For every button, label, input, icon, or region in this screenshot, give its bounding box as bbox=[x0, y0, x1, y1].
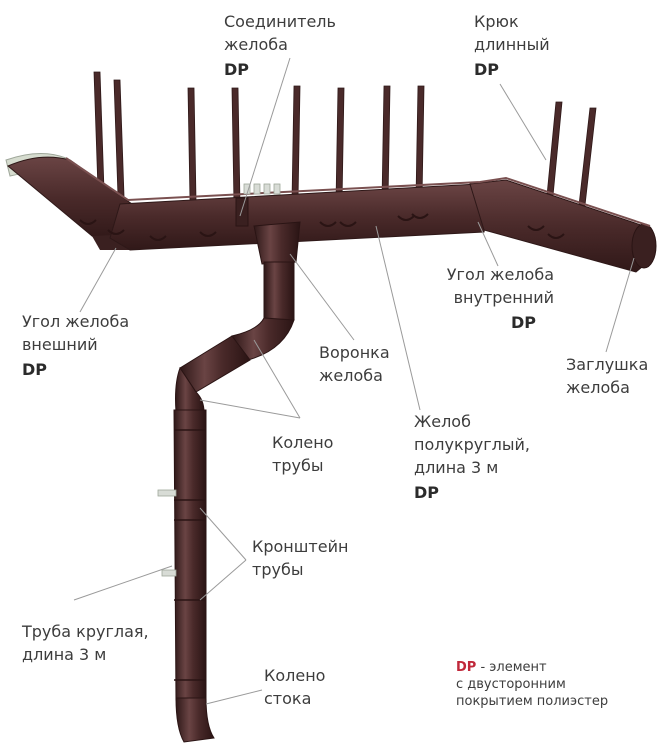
label-end-cap: Заглушка желоба bbox=[566, 353, 648, 399]
label-text: Воронка bbox=[319, 341, 390, 364]
leader-bracket-a bbox=[200, 508, 246, 560]
dp-mark: DP bbox=[436, 311, 536, 334]
label-text: желоба bbox=[224, 33, 336, 56]
label-text: Заглушка bbox=[566, 353, 648, 376]
pipe-vertical bbox=[174, 410, 206, 700]
label-text: Колено bbox=[272, 431, 333, 454]
legend-text: покрытием полиэстер bbox=[456, 693, 608, 710]
leader-funnel bbox=[290, 254, 354, 340]
label-funnel: Воронка желоба bbox=[319, 341, 390, 387]
label-inner-corner: Угол желоба внутренний DP bbox=[436, 263, 554, 334]
dp-mark: DP bbox=[414, 481, 530, 504]
hook bbox=[416, 86, 424, 198]
label-text: длинный bbox=[474, 33, 550, 56]
legend-line: DP - элемент bbox=[456, 659, 608, 676]
label-drain-elbow: Колено стока bbox=[264, 664, 325, 710]
label-gutter-connector: Соединитель желоба DP bbox=[224, 10, 336, 81]
leader-end-cap bbox=[606, 258, 634, 352]
legend: DP - элемент с двусторонним покрытием по… bbox=[456, 659, 608, 710]
hook bbox=[336, 88, 344, 202]
label-text: Колено bbox=[264, 664, 325, 687]
legend-text: с двусторонним bbox=[456, 676, 608, 693]
pipe-brackets bbox=[158, 490, 176, 576]
label-outer-corner: Угол желоба внешний DP bbox=[22, 310, 129, 381]
legend-dp-key: DP bbox=[456, 660, 476, 675]
label-round-pipe: Труба круглая, длина 3 м bbox=[22, 620, 149, 666]
hook bbox=[546, 102, 562, 206]
hook bbox=[578, 108, 596, 214]
gutter-main-section bbox=[110, 184, 488, 250]
label-text: Кронштейн bbox=[252, 535, 348, 558]
hook bbox=[382, 86, 390, 200]
hook bbox=[94, 72, 104, 190]
legend-text: - элемент bbox=[476, 660, 546, 675]
leader-elbow-a bbox=[254, 340, 300, 418]
leader-bracket-b bbox=[200, 560, 246, 600]
label-text: длина 3 м bbox=[414, 456, 530, 479]
hook bbox=[114, 80, 124, 196]
label-text: Крюк bbox=[474, 10, 550, 33]
label-text: Труба круглая, bbox=[22, 620, 149, 643]
gutter-inner-corner-section bbox=[470, 180, 650, 272]
label-text: длина 3 м bbox=[22, 643, 149, 666]
label-pipe-elbow: Колено трубы bbox=[272, 431, 333, 477]
leader-elbow-b bbox=[200, 400, 300, 418]
label-text: Угол желоба bbox=[436, 263, 554, 286]
dp-mark: DP bbox=[224, 58, 336, 81]
dp-mark: DP bbox=[474, 58, 550, 81]
label-pipe-bracket: Кронштейн трубы bbox=[252, 535, 348, 581]
leader-hook bbox=[500, 84, 546, 160]
label-text: стока bbox=[264, 687, 325, 710]
label-text: трубы bbox=[272, 454, 333, 477]
gutter-connector bbox=[236, 198, 248, 226]
label-text: Соединитель bbox=[224, 10, 336, 33]
label-half-round-gutter: Желоб полукруглый, длина 3 м DP bbox=[414, 410, 530, 504]
leader-pipe bbox=[74, 566, 172, 600]
label-text: желоба bbox=[566, 376, 648, 399]
dp-mark: DP bbox=[22, 358, 129, 381]
label-text: желоба bbox=[319, 364, 390, 387]
leader-outer-corner bbox=[80, 248, 116, 312]
label-text: трубы bbox=[252, 558, 348, 581]
label-long-hook: Крюк длинный DP bbox=[474, 10, 550, 81]
label-text: внутренний bbox=[436, 286, 554, 309]
leader-drain bbox=[206, 690, 262, 704]
hook bbox=[232, 88, 240, 204]
label-text: Угол желоба bbox=[22, 310, 129, 333]
hook bbox=[188, 88, 196, 200]
label-text: полукруглый, bbox=[414, 433, 530, 456]
drain-elbow bbox=[176, 698, 214, 742]
gutter-end-cap bbox=[632, 224, 656, 268]
hook bbox=[292, 86, 300, 200]
label-text: внешний bbox=[22, 333, 129, 356]
label-text: Желоб bbox=[414, 410, 530, 433]
pipe-upper bbox=[264, 262, 294, 320]
